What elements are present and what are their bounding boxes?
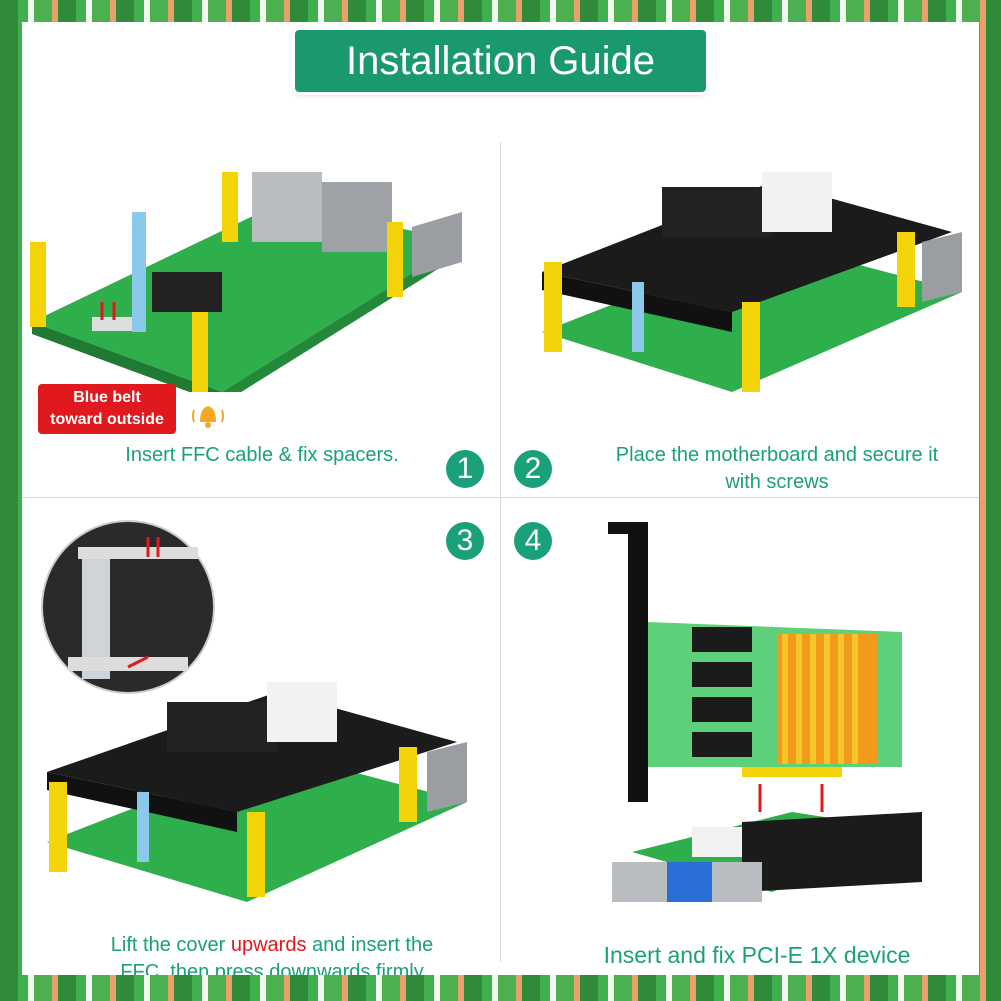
- step3-caption-part2: and insert the: [306, 934, 434, 956]
- bell-icon: [192, 406, 224, 428]
- page-title: Installation Guide: [295, 30, 706, 92]
- step3-number: 3: [446, 522, 484, 560]
- step1-number: 1: [446, 450, 484, 488]
- step1-caption: Insert FFC cable & fix spacers.: [125, 444, 399, 466]
- step2-caption-line1: Place the motherboard and secure it: [615, 444, 939, 466]
- blue-belt-warning: Blue belt toward outside: [38, 384, 176, 434]
- step3-illustration: [47, 682, 467, 902]
- divider-vertical: [500, 142, 501, 962]
- step3-caption: Lift the cover upwards and insert the FF…: [62, 932, 482, 975]
- step4-number: 4: [514, 522, 552, 560]
- badge-line1: Blue belt: [73, 389, 141, 406]
- step4-caption: Insert and fix PCI-E 1X device: [603, 942, 911, 968]
- guide-panel: Installation Guide Blue belt toward outs…: [22, 22, 979, 975]
- divider-horizontal: [22, 497, 979, 498]
- step2-caption-line2: with screws: [725, 471, 829, 493]
- step2-illustration: [542, 172, 962, 392]
- step3-caption-line1: Lift the cover upwards and insert the: [62, 932, 482, 959]
- step2-caption: Place the motherboard and secure it with…: [577, 442, 977, 496]
- ffc-zoom-inset: [41, 520, 215, 694]
- step2-number: 2: [514, 450, 552, 488]
- badge-line2: toward outside: [50, 411, 164, 428]
- step3-caption-part1: Lift the cover: [110, 934, 231, 956]
- step1-illustration: [30, 172, 462, 392]
- step3-caption-highlight: upwards: [230, 934, 307, 956]
- step4-illustration: [608, 522, 922, 902]
- step3-caption-line2: FFC, then press downwards firmly: [120, 961, 424, 975]
